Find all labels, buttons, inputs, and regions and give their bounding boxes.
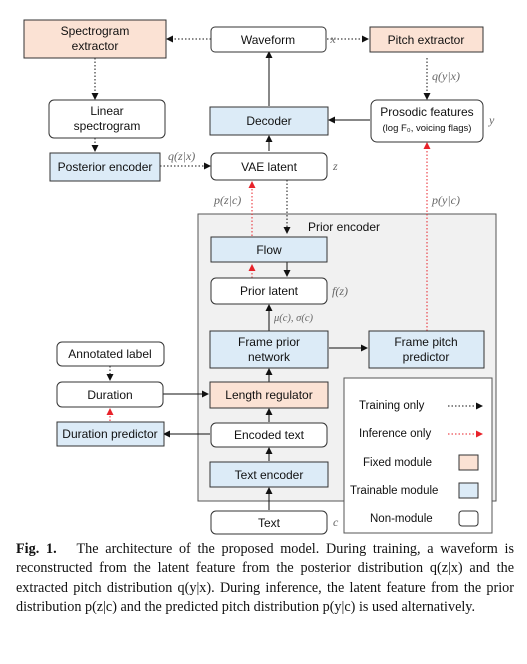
frame-prior-network-box [209,330,329,369]
symbol-c: c [333,515,339,529]
symbol-y: y [488,113,495,127]
flow-box [210,236,328,263]
symbol-f-z: f(z) [332,284,348,298]
prior-latent-label: Prior latent [240,284,299,298]
duration-predictor-box [56,421,165,447]
linear-spectrogram-label-1: Linear [90,104,123,118]
frame-pitch-predictor-label-2: predictor [403,350,450,364]
architecture-diagram: Prior encoder Spectrogram extra [23,19,497,535]
flow-label: Flow [256,243,282,257]
legend-fixed-module-label: Fixed module [363,457,432,469]
posterior-encoder-box [49,152,161,182]
pitch-extractor-box [369,26,484,53]
length-regulator-box [209,381,329,409]
spectrogram-extractor-label-2: extractor [72,39,119,53]
encoded-text-box [210,422,328,448]
prosodic-features-label-1: Prosodic features [380,105,473,119]
legend-trainable-module-label: Trainable module [350,485,438,497]
text-encoder-box [209,461,329,488]
duration-predictor-label: Duration predictor [62,427,157,441]
frame-pitch-predictor-box [368,330,485,369]
waveform-box [210,26,327,53]
symbol-z: z [332,159,338,173]
legend-non-module-label: Non-module [370,513,433,525]
duration-label: Duration [87,388,132,402]
legend-trainable-module-swatch [458,482,479,499]
text-label: Text [258,516,281,530]
waveform-label: Waveform [241,33,295,47]
length-regulator-label: Length regulator [225,388,312,402]
posterior-encoder-label: Posterior encoder [58,160,153,174]
text-box [210,510,328,535]
linear-spectrogram-box [48,99,166,139]
symbol-q-y-x: q(y|x) [432,69,460,83]
frame-prior-network-label-2: network [248,350,291,364]
pitch-extractor-label: Pitch extractor [388,33,465,47]
symbol-x: x [329,32,336,46]
symbol-q-z-x: q(z|x) [168,149,195,163]
decoder-box [209,106,329,136]
symbol-p-y-c: p(y|c) [431,193,460,207]
encoded-text-label: Encoded text [234,428,305,442]
symbol-mu-sigma: μ(c), σ(c) [273,313,314,324]
legend-non-module-swatch [458,510,479,527]
figure-caption: Fig. 1. The architecture of the proposed… [16,541,514,616]
legend-inference-only-label: Inference only [359,428,431,440]
annotated-label-box [56,341,165,367]
prior-latent-box [210,277,328,305]
linear-spectrogram-label-2: spectrogram [74,119,141,133]
prior-encoder-title: Prior encoder [308,220,380,234]
frame-pitch-predictor-label-1: Frame pitch [394,335,457,349]
spectrogram-extractor-box [23,19,167,59]
annotated-label-label: Annotated label [68,347,151,361]
decoder-label: Decoder [246,114,291,128]
vae-latent-box [210,152,328,181]
legend-fixed-module-swatch [458,454,479,471]
caption-label: Fig. 1 [16,541,54,557]
frame-prior-network-label-1: Frame prior [238,335,300,349]
prosodic-features-box [370,99,484,143]
spectrogram-extractor-label-1: Spectrogram [61,24,130,38]
legend-training-only-label: Training only [359,400,425,412]
text-encoder-label: Text encoder [235,468,304,482]
symbol-p-z-c: p(z|c) [213,193,241,207]
duration-box [56,381,164,408]
prosodic-features-label-2: (log F₀, voicing flags) [383,123,472,134]
vae-latent-label: VAE latent [241,160,297,174]
caption-text: The architecture of the proposed model. … [16,541,514,616]
